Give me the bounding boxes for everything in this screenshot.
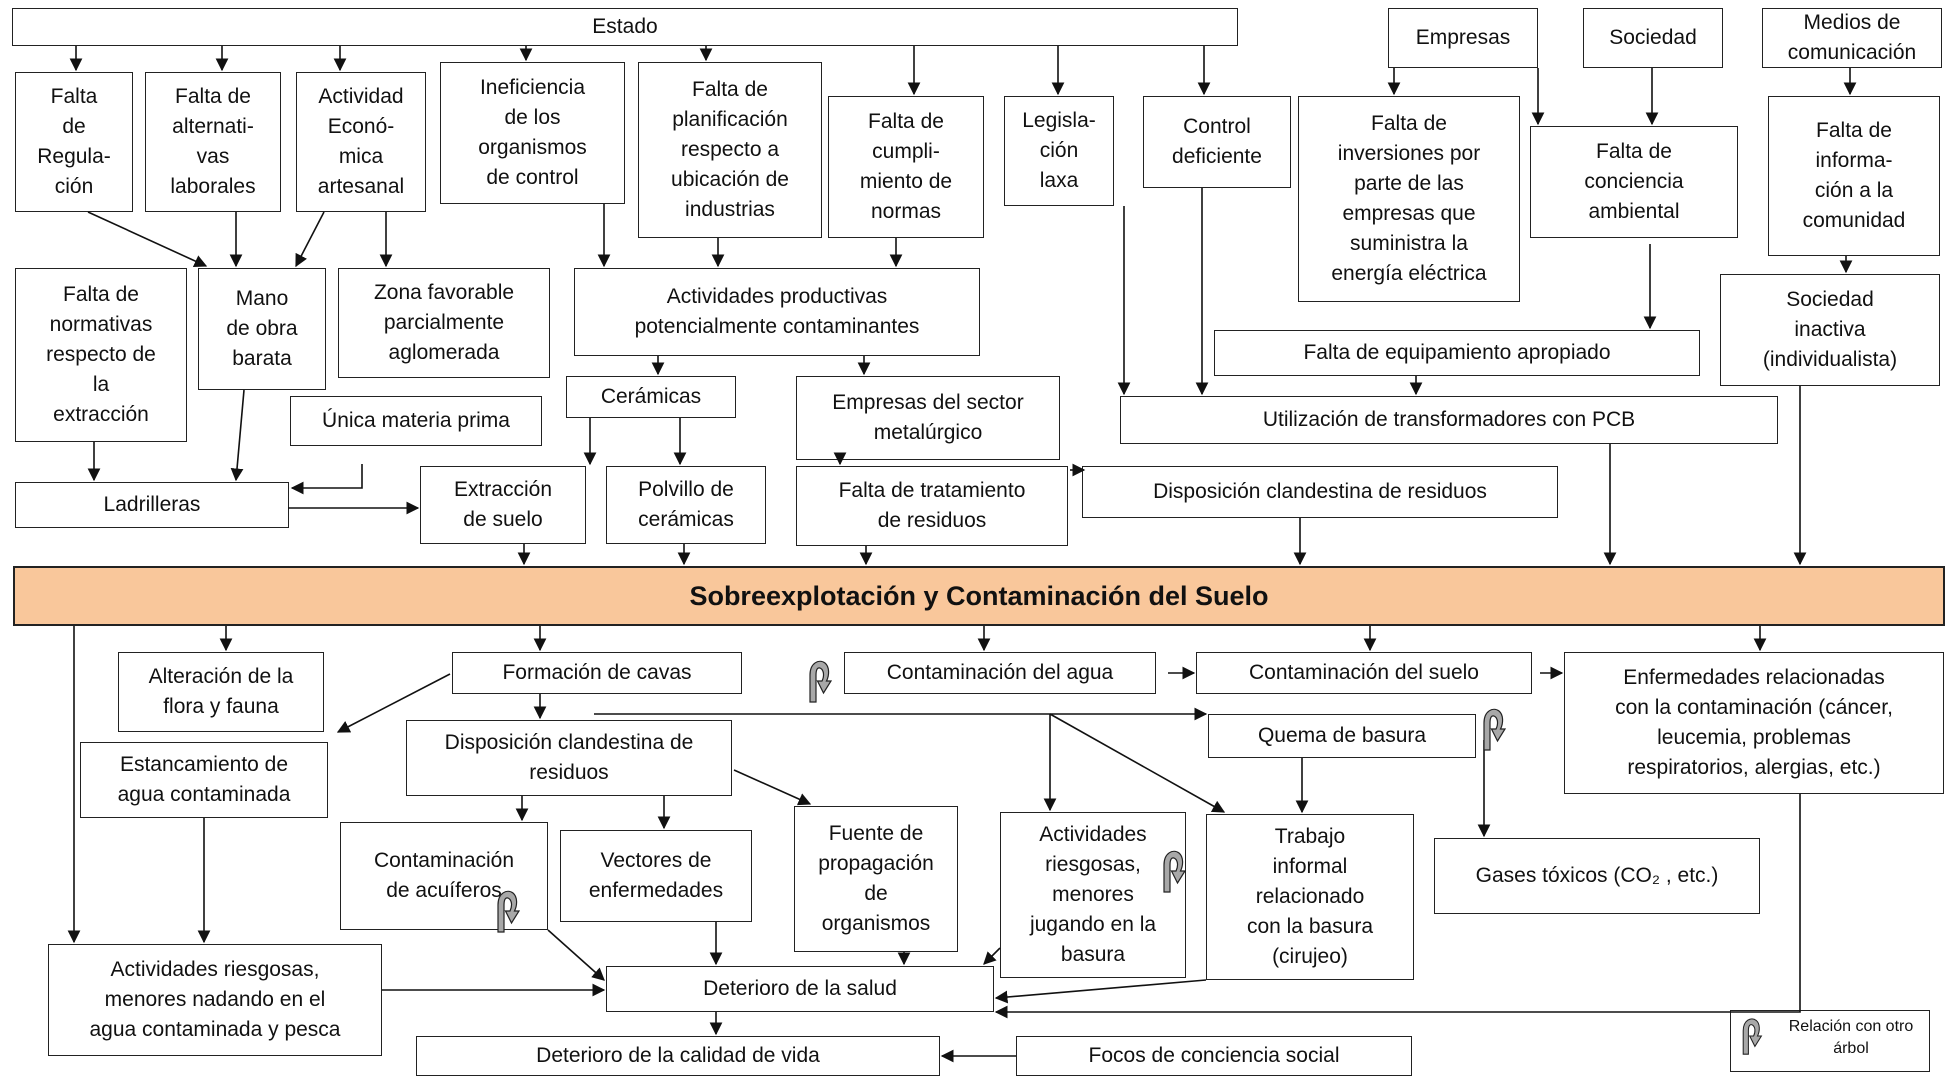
- node-legislacion: Legisla- ción laxa: [1004, 96, 1114, 206]
- node-sociedad: Sociedad: [1583, 8, 1723, 68]
- node-extraccion-suelo: Extracción de suelo: [420, 466, 586, 544]
- node-disposicion-clandestina-causa: Disposición clandestina de residuos: [1082, 466, 1558, 518]
- node-falta-conciencia: Falta de conciencia ambiental: [1530, 126, 1738, 238]
- node-vectores-enfermedades: Vectores de enfermedades: [560, 830, 752, 922]
- legend-label: Relación con otro árbol: [1788, 1018, 1914, 1057]
- node-actividad-economica: Actividad Econó- mica artesanal: [296, 72, 426, 212]
- node-falta-planificacion: Falta de planificación respecto a ubicac…: [638, 62, 822, 238]
- node-transformadores: Utilización de transformadores con PCB: [1120, 396, 1778, 444]
- node-actividades-riesgosas-agua: Actividades riesgosas, menores nadando e…: [48, 944, 382, 1056]
- node-ceramicas: Cerámicas: [566, 376, 736, 418]
- node-falta-alternativas: Falta de alternati- vas laborales: [145, 72, 281, 212]
- node-gases-toxicos: Gases tóxicos (CO₂ , etc.): [1434, 838, 1760, 914]
- node-falta-normativas: Falta de normativas respecto de la extra…: [15, 268, 187, 442]
- node-enfermedades: Enfermedades relacionadas con la contami…: [1564, 652, 1944, 794]
- node-formacion-cavas: Formación de cavas: [452, 652, 742, 694]
- node-estado: Estado: [12, 8, 1238, 46]
- node-deterioro-calidad-vida: Deterioro de la calidad de vida: [416, 1036, 940, 1076]
- central-problem: Sobreexplotación y Contaminación del Sue…: [13, 566, 1945, 626]
- node-falta-informacion: Falta de informa- ción a la comunidad: [1768, 96, 1940, 256]
- node-sociedad-inactiva: Sociedad inactiva (individualista): [1720, 274, 1940, 386]
- node-actividades-riesgosas-basura: Actividades riesgosas, menores jugando e…: [1000, 812, 1186, 978]
- node-focos-conciencia: Focos de conciencia social: [1016, 1036, 1412, 1076]
- node-falta-inversiones: Falta de inversiones por parte de las em…: [1298, 96, 1520, 302]
- node-zona-favorable: Zona favorable parcialmente aglomerada: [338, 268, 550, 378]
- node-falta-tratamiento: Falta de tratamiento de residuos: [796, 466, 1068, 546]
- node-falta-equipamiento: Falta de equipamiento apropiado: [1214, 330, 1700, 376]
- node-estancamiento-agua: Estancamiento de agua contaminada: [80, 742, 328, 818]
- node-deterioro-salud: Deterioro de la salud: [606, 966, 994, 1012]
- node-ineficiencia: Ineficiencia de los organismos de contro…: [440, 62, 625, 204]
- node-polvillo-ceramicas: Polvillo de cerámicas: [606, 466, 766, 544]
- node-empresas-metalurgico: Empresas del sector metalúrgico: [796, 376, 1060, 460]
- node-control-deficiente: Control deficiente: [1143, 96, 1291, 188]
- node-empresas: Empresas: [1388, 8, 1538, 68]
- node-fuente-propagacion: Fuente de propagación de organismos: [794, 806, 958, 952]
- node-quema-basura: Quema de basura: [1208, 714, 1476, 758]
- node-mano-obra: Mano de obra barata: [198, 268, 326, 390]
- node-alteracion-flora: Alteración de la flora y fauna: [118, 652, 324, 732]
- node-falta-regulacion: Falta de Regula- ción: [15, 72, 133, 212]
- node-ladrilleras: Ladrilleras: [15, 482, 289, 528]
- node-contaminacion-suelo: Contaminación del suelo: [1196, 652, 1532, 694]
- legend-box: [1730, 1010, 1930, 1072]
- node-contaminacion-agua: Contaminación del agua: [844, 652, 1156, 694]
- node-disposicion-clandestina-efecto: Disposición clandestina de residuos: [406, 720, 732, 796]
- curved-arrow-icon: [497, 660, 1762, 1055]
- node-medios-comunicacion: Medios de comunicación: [1762, 8, 1942, 68]
- node-actividades-productivas: Actividades productivas potencialmente c…: [574, 268, 980, 356]
- node-trabajo-informal: Trabajo informal relacionado con la basu…: [1206, 814, 1414, 980]
- node-unica-materia-prima: Única materia prima: [290, 396, 542, 446]
- node-falta-cumplimiento: Falta de cumpli- miento de normas: [828, 96, 984, 238]
